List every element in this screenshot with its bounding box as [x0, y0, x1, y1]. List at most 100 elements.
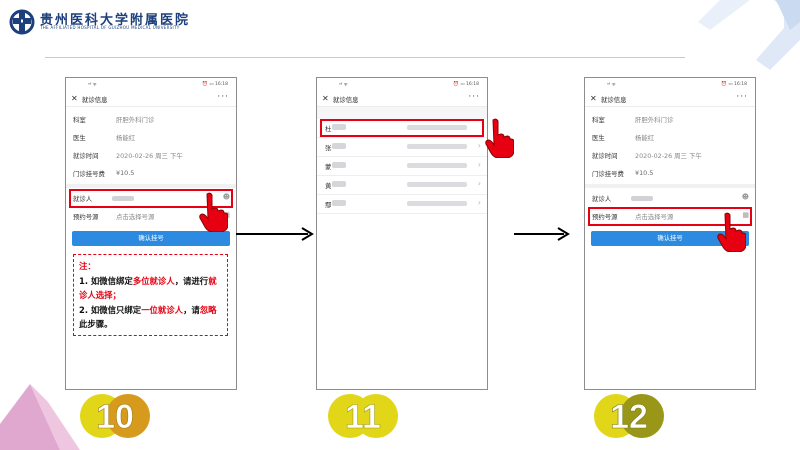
chevron-right-icon: ›: [477, 160, 481, 169]
step-number-text: 11: [345, 398, 381, 436]
patient-name-blurred: [332, 143, 346, 149]
phone-screen-step-11: ᵃˡˡ ᯤ ⏰ ▭ 16:18 ✕ 就诊信息 ··· 杜 张 › 蒙 › 黄: [316, 77, 488, 390]
chevron-right-icon: ›: [477, 141, 481, 150]
status-time: ⏰ ▭ 16:18: [453, 82, 479, 87]
status-bar: ᵃˡˡ ᯤ ⏰ ▭ 16:18: [317, 78, 487, 92]
nav-bar: ✕ 就诊信息 ···: [585, 92, 755, 107]
highlight-box-source: [588, 207, 752, 226]
arrow-right-icon: [236, 227, 314, 241]
patient-name-blurred: [112, 196, 134, 201]
nav-title: 就诊信息: [601, 96, 627, 104]
note-box: 注： 1. 如微信绑定多位就诊人，请进行就诊人选择； 2. 如微信只绑定一位就诊…: [73, 254, 228, 336]
patient-id-blurred: [407, 144, 467, 149]
fee-value: ¥10.5: [635, 169, 654, 177]
time-label: 就诊时间: [592, 152, 618, 160]
patient-list: 杜 张 › 蒙 › 黄 › 鄢 ›: [317, 107, 487, 214]
dept-row: 科室 肝胆外科门诊: [66, 110, 236, 128]
patient-id-blurred: [407, 125, 467, 130]
patient-initial: 杜: [325, 125, 332, 133]
dept-value: 肝胆外科门诊: [116, 116, 155, 124]
status-bar: ᵃˡˡ ᯤ ⏰ ▭ 16:18: [585, 78, 755, 92]
section-separator: [66, 184, 236, 188]
header-divider: [45, 57, 685, 58]
time-label: 就诊时间: [73, 152, 99, 160]
fee-row: 门诊挂号费 ¥10.5: [66, 164, 236, 182]
source-placeholder: 点击选择号源: [116, 213, 155, 221]
signal-icon: ᵃˡˡ ᯤ: [607, 83, 616, 88]
signal-icon: ᵃˡˡ ᯤ: [88, 83, 97, 88]
patient-initial: 蒙: [325, 163, 332, 171]
more-icon[interactable]: ···: [736, 92, 748, 102]
patient-name-blurred: [332, 181, 346, 187]
patient-name-blurred: [332, 200, 346, 206]
close-icon[interactable]: ✕: [590, 94, 597, 103]
doctor-value: 杨能红: [116, 134, 136, 142]
more-icon[interactable]: ···: [217, 92, 229, 102]
pointing-hand-icon: [717, 212, 746, 252]
highlight-box-first-patient: [320, 119, 484, 137]
nav-title: 就诊信息: [82, 96, 108, 104]
patient-label: 就诊人: [592, 195, 612, 203]
list-item[interactable]: 张 ›: [317, 138, 487, 157]
list-item[interactable]: 蒙 ›: [317, 157, 487, 176]
dept-row: 科室 肝胆外科门诊: [585, 110, 755, 128]
patient-name-blurred: [332, 162, 346, 168]
pointing-hand-icon: [199, 192, 228, 232]
corner-decoration-top-right: [698, 0, 800, 70]
nav-title: 就诊信息: [333, 96, 359, 104]
calendar-icon: ▦: [742, 211, 749, 219]
status-time: ⏰ ▭ 16:18: [721, 82, 747, 87]
close-icon[interactable]: ✕: [71, 94, 78, 103]
patient-name-blurred: [631, 196, 653, 201]
source-row[interactable]: 预约号源 点击选择号源 ▦: [585, 207, 755, 225]
phone-screen-step-10: ᵃˡˡ ᯤ ⏰ ▭ 16:18 ✕ 就诊信息 ··· 科室 肝胆外科门诊 医生 …: [65, 77, 237, 390]
nav-bar: ✕ 就诊信息 ···: [317, 92, 487, 107]
hospital-logo-icon: [9, 9, 35, 35]
status-time: ⏰ ▭ 16:18: [202, 82, 228, 87]
patient-label: 就诊人: [73, 195, 93, 203]
corner-decoration-bottom-left: [0, 384, 80, 450]
dept-label: 科室: [592, 116, 605, 124]
dept-label: 科室: [73, 116, 86, 124]
person-icon: ☻: [222, 193, 230, 201]
step-number-text: 12: [610, 398, 648, 436]
patient-name-blurred: [332, 124, 346, 130]
time-value: 2020-02-26 周三 下午: [116, 152, 183, 160]
doctor-label: 医生: [592, 134, 605, 142]
list-item[interactable]: 鄢 ›: [317, 195, 487, 214]
note-line-1: 1. 如微信绑定多位就诊人，请进行就诊人选择；: [79, 275, 217, 301]
time-row: 就诊时间 2020-02-26 周三 下午: [585, 146, 755, 164]
more-icon[interactable]: ···: [468, 92, 480, 102]
list-item[interactable]: 黄 ›: [317, 176, 487, 195]
patient-id-blurred: [407, 163, 467, 168]
doctor-row: 医生 杨能红: [66, 128, 236, 146]
fee-value: ¥10.5: [116, 169, 135, 177]
time-value: 2020-02-26 周三 下午: [635, 152, 702, 160]
patient-row[interactable]: 就诊人 ☻: [66, 189, 236, 207]
confirm-register-button[interactable]: 确认挂号: [591, 231, 749, 246]
chevron-right-icon: ›: [477, 179, 481, 188]
patient-initial: 黄: [325, 182, 332, 190]
highlight-box-patient: [69, 189, 233, 208]
fee-label: 门诊挂号费: [592, 170, 624, 178]
nav-bar: ✕ 就诊信息 ···: [66, 92, 236, 107]
patient-initial: 鄢: [325, 201, 332, 209]
list-item[interactable]: 杜: [317, 119, 487, 138]
fee-label: 门诊挂号费: [73, 170, 105, 178]
patient-row[interactable]: 就诊人 ☻: [585, 189, 755, 207]
doctor-row: 医生 杨能红: [585, 128, 755, 146]
patient-initial: 张: [325, 144, 332, 152]
note-line-2: 2. 如微信只绑定一位就诊人，请忽略此步骤。: [79, 304, 217, 330]
source-placeholder: 点击选择号源: [635, 213, 674, 221]
confirm-register-button[interactable]: 确认挂号: [72, 231, 230, 246]
patient-id-blurred: [407, 201, 467, 206]
chevron-right-icon: ›: [477, 198, 481, 207]
note-title: 注：: [79, 261, 96, 271]
source-label: 预约号源: [73, 213, 99, 221]
time-row: 就诊时间 2020-02-26 周三 下午: [66, 146, 236, 164]
arrow-right-icon: [514, 227, 570, 241]
person-icon: ☻: [741, 193, 749, 201]
step-number-text: 10: [96, 398, 134, 436]
doctor-value: 杨能红: [635, 134, 655, 142]
close-icon[interactable]: ✕: [322, 94, 329, 103]
